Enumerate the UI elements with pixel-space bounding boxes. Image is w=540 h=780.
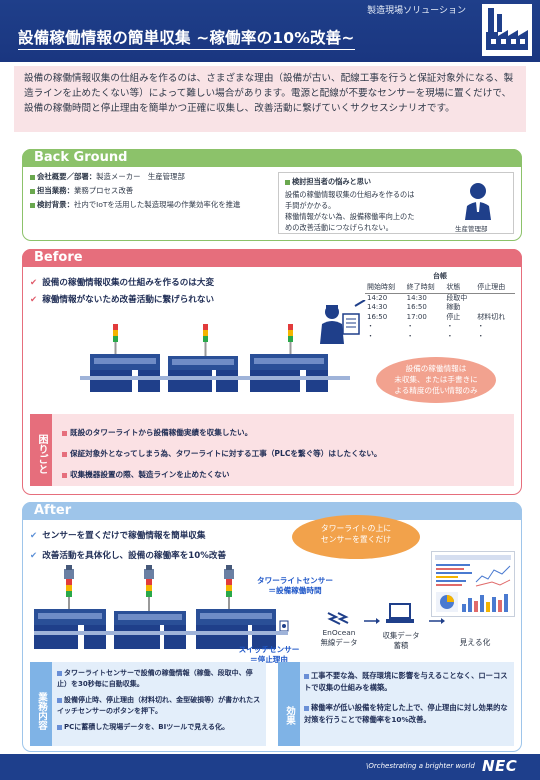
after-check-2: ✔改善活動を具体化し、設備の稼働率を10%改善 [30, 551, 227, 561]
trouble-tag: 困りごと [30, 414, 52, 486]
header-subtitle: 製造現場ソリューション [367, 6, 466, 16]
trouble-list: 既設のタワーライトから設備稼働実績を収集したい。 保証対象外となってしまう為、タ… [62, 422, 382, 485]
background-item: 会社概要／部署：製造メーカー 生産管理部 [30, 170, 270, 184]
effects-item: 工事不要な為、既存環境に影響を与えることなく、ローコストで収集の仕組みを構築。 [304, 671, 508, 692]
factory-icon [482, 4, 532, 56]
laptop-icon [385, 602, 415, 628]
trouble-item: 保証対象外となってしまう為、タワーライトに対する工事（PLCを繋ぐ等）はしたくな… [62, 443, 382, 464]
background-item: 検討背景：社内でIoTを活用した製造現場の作業効率化を推進 [30, 198, 270, 212]
sensor-line-illustration [30, 565, 304, 663]
dashboard-illustration [431, 551, 515, 617]
ledger-row: ・・・・ [367, 331, 485, 340]
concern-title: 検討担当者の悩みと思い [292, 177, 372, 186]
check-icon: ✔ [30, 295, 38, 305]
before-check-1: ✔設備の稼働情報収集の仕組みを作るのは大変 [30, 278, 215, 288]
trouble-item: 収集機器設置の際、製造ラインを止めたくない [62, 464, 382, 485]
before-bubble: 設備の稼働情報は 未収集、または手書きに よる精度の低い情報のみ [376, 357, 496, 403]
check-icon: ✔ [30, 278, 38, 288]
background-item: 担当業務：業務プロセス改善 [30, 184, 270, 198]
operations-tag: 業務内容 [30, 662, 52, 746]
worker-board-icon [317, 299, 367, 346]
production-line-illustration [80, 318, 360, 400]
before-check-2: ✔稼働情報がないため改善活動に繋げられない [30, 295, 215, 305]
arrow-right-icon [429, 617, 445, 627]
arrow-right-icon [364, 617, 380, 627]
footer-tagline: \Orchestrating a brighter world [366, 762, 475, 770]
ledger-row: ・・・・ [367, 322, 485, 331]
page-title: 設備稼働情報の簡単収集 ~稼働率の10%改善~ [18, 26, 355, 50]
operations-item: 設備停止時、停止理由（材料切れ、金型破損等）が書かれたスイッチセンサーのボタンを… [57, 696, 261, 715]
wireless-icon [326, 611, 350, 627]
manager-label: 生産管理部 [455, 225, 488, 233]
trouble-box [30, 414, 514, 486]
ledger-header-row: 開始時刻 終了時刻 状態 停止理由 [365, 283, 515, 294]
effects-item: 稼働率が低い設備を特定した上で、停止理由に対し効果的な対策を行うことで稼働率を1… [304, 703, 508, 724]
manager-person-icon [463, 180, 493, 222]
after-heading: After [22, 502, 522, 520]
tower-sensor-label: タワーライトセンサー ＝設備稼働時間 [257, 576, 333, 595]
operations-list: タワーライトセンサーで設備の稼働情報（稼働、段取中、停止）を30秒毎に自動収集。… [57, 668, 262, 738]
intro-text: 設備の稼働情報収集の仕組みを作るのは、さまざまな理由（設備が古い、配線工事を行う… [14, 66, 526, 132]
switch-sensor-label: スイッチセンサー ＝停止理由 [238, 645, 300, 664]
operations-item: タワーライトセンサーで設備の稼働情報（稼働、段取中、停止）を30秒毎に自動収集。 [57, 669, 253, 688]
operations-item: PCに蓄積した現場データを、BIツールで見える化。 [57, 722, 262, 733]
header-bar [0, 0, 540, 62]
effects-list: 工事不要な為、既存環境に影響を与えることなく、ローコストで収集の仕組みを構築。 … [304, 670, 510, 734]
after-check-1: ✔センサーを置くだけで稼働情報を簡単収集 [30, 531, 206, 541]
check-icon: ✔ [30, 531, 38, 541]
check-icon: ✔ [30, 551, 38, 561]
collect-label: 収集データ 蓄積 [382, 631, 420, 650]
trouble-item: 既設のタワーライトから設備稼働実績を収集したい。 [62, 422, 382, 443]
background-list: 会社概要／部署：製造メーカー 生産管理部 担当業務：業務プロセス改善 検討背景：… [30, 170, 270, 212]
ledger-title: 台帳 [433, 272, 447, 280]
before-heading: Before [22, 249, 522, 267]
operations-box [30, 662, 266, 746]
footer-bar [0, 754, 540, 780]
nec-logo: NEC [482, 757, 518, 775]
enocean-label: EnOcean 無線データ [320, 628, 358, 647]
effects-box [278, 662, 514, 746]
visualize-label: 見える化 [459, 638, 491, 647]
effects-tag: 効果 [278, 662, 300, 746]
after-bubble: タワーライトの上に センサーを置くだけ [292, 515, 420, 559]
background-heading: Back Ground [22, 149, 522, 167]
